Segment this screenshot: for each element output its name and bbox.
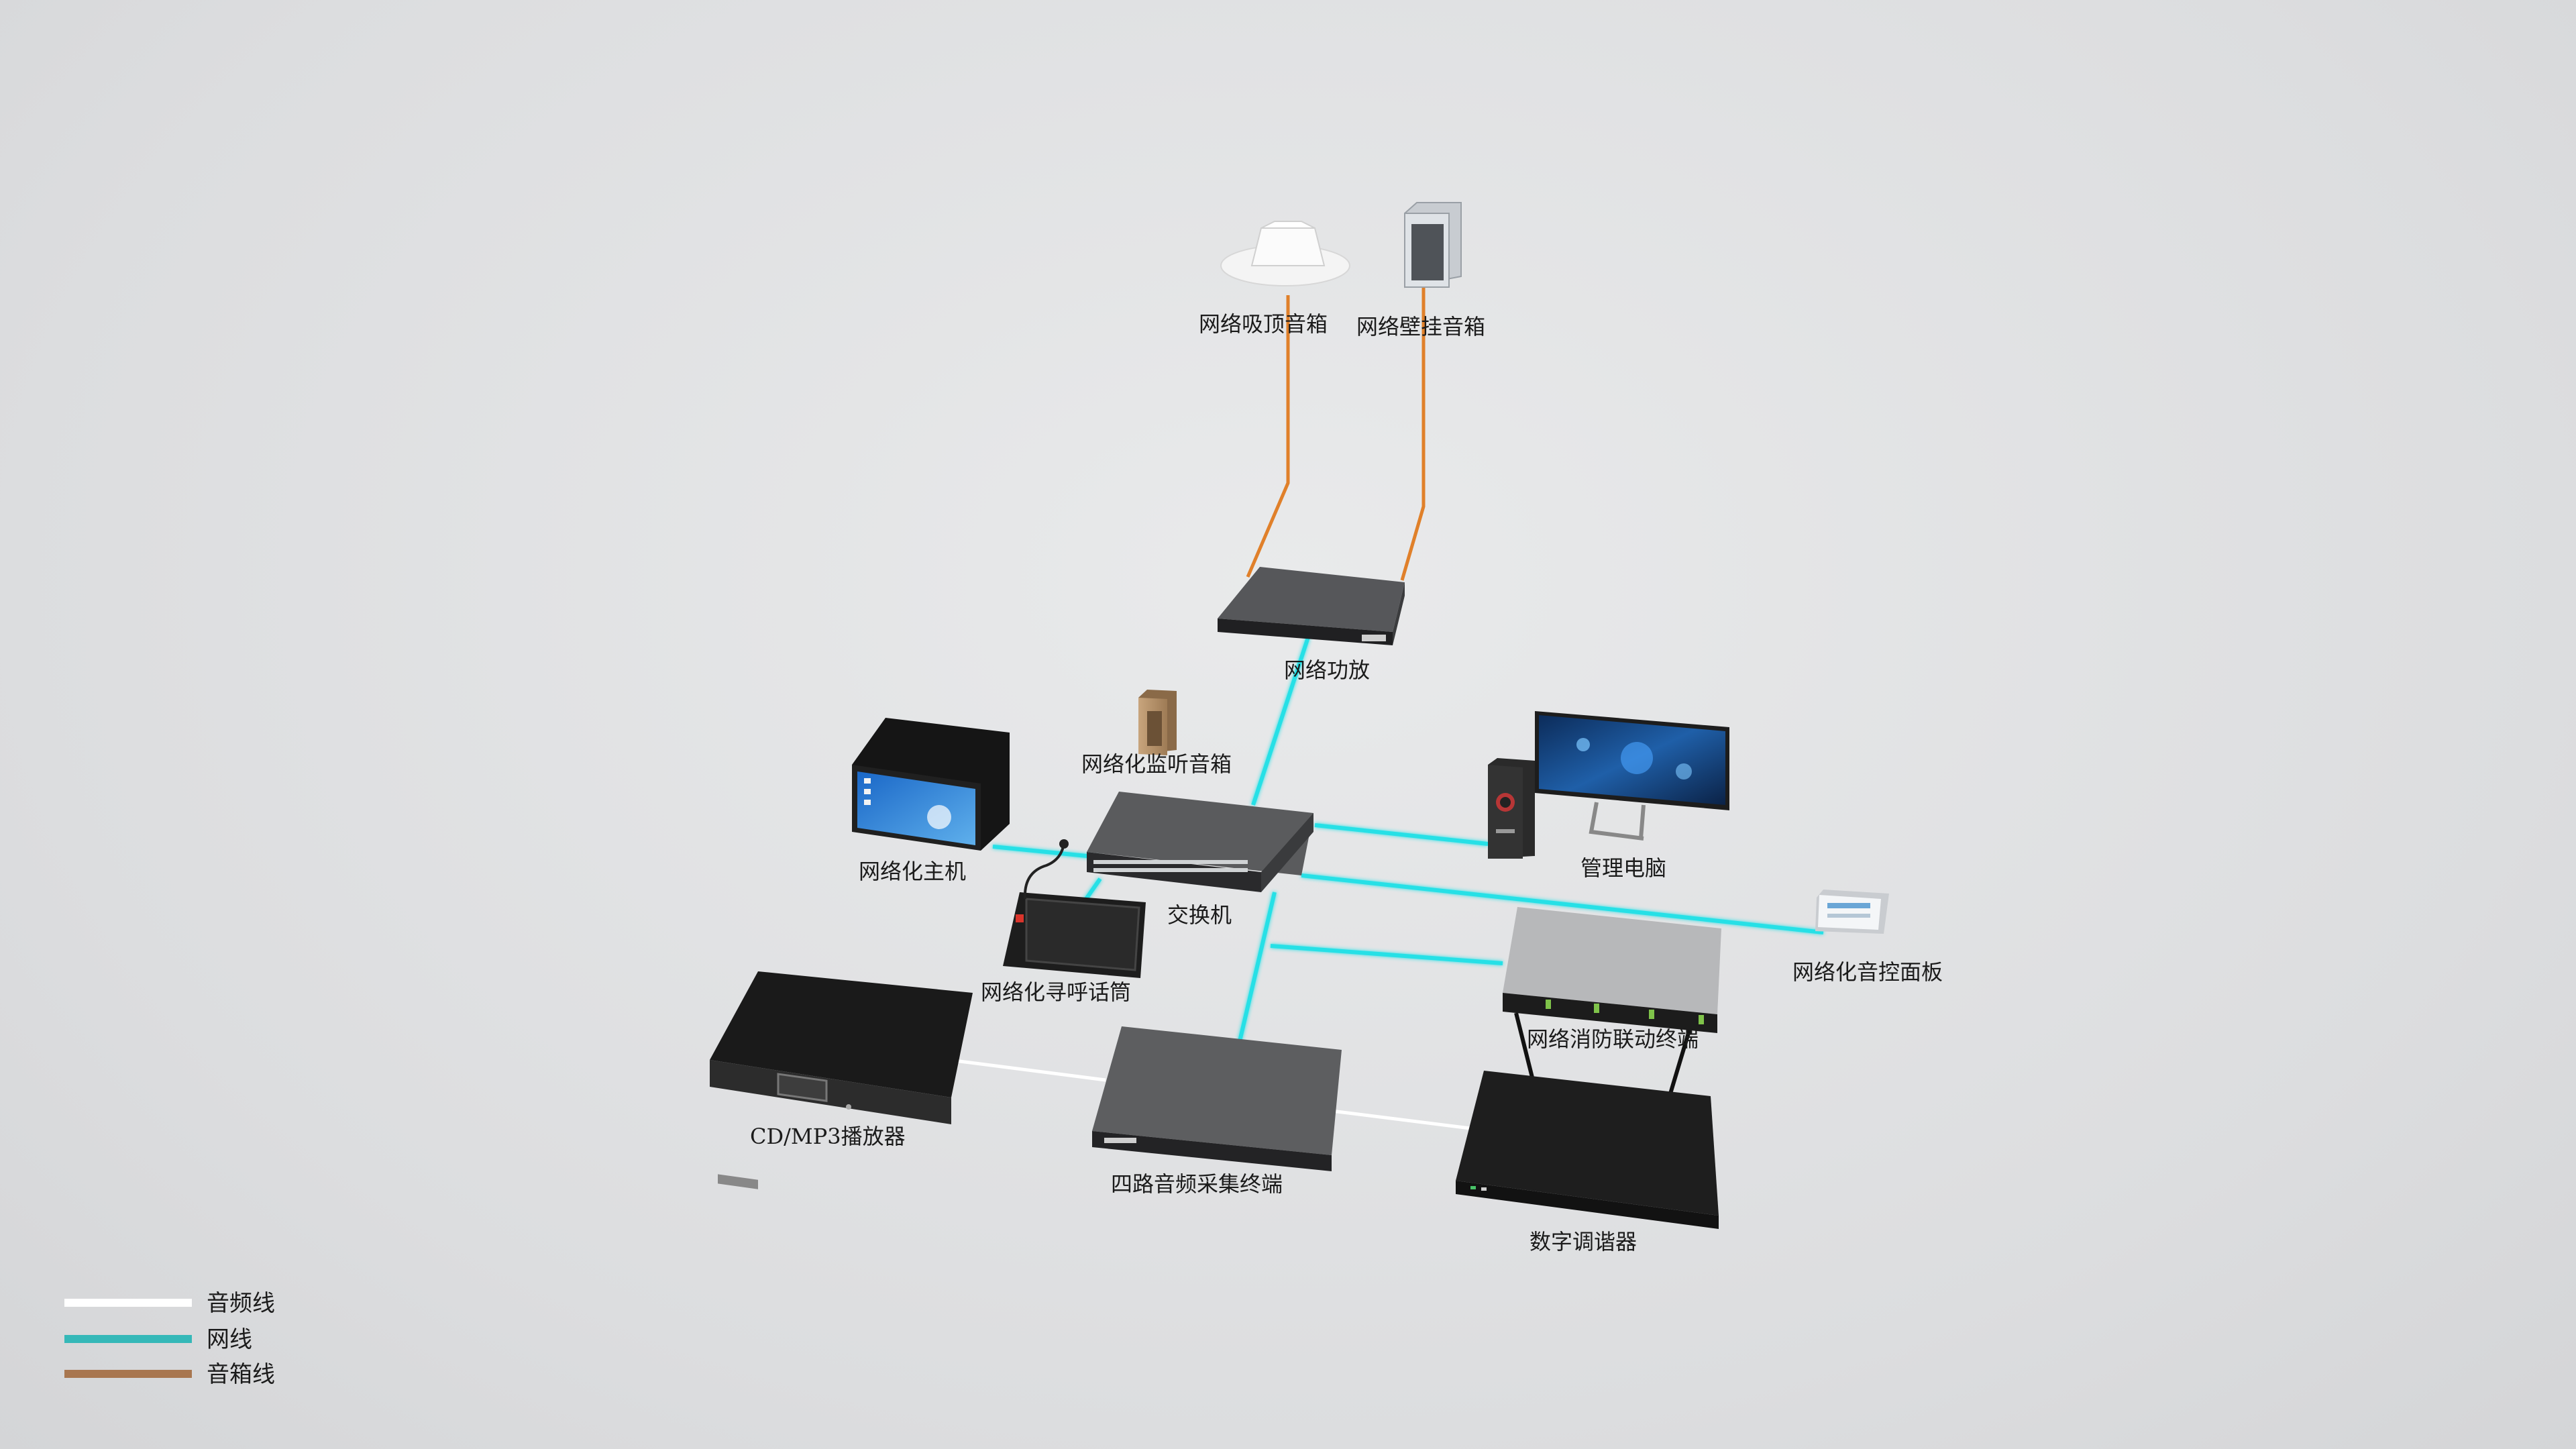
wall-speaker[interactable] xyxy=(1404,202,1462,288)
fire-linkage-terminal[interactable] xyxy=(1503,907,1721,1033)
four-channel-capture-label: 四路音频采集终端 xyxy=(1111,1171,1283,1197)
four-channel-capture[interactable] xyxy=(1092,1026,1342,1171)
management-pc[interactable] xyxy=(1488,711,1729,859)
paging-mic-label: 网络化寻呼话筒 xyxy=(981,979,1131,1005)
svg-text:音频线: 音频线 xyxy=(207,1290,275,1317)
legend-item-network: 网线 xyxy=(64,1326,252,1353)
monitor-speaker-label: 网络化监听音箱 xyxy=(1081,751,1232,777)
audio-control-panel-label: 网络化音控面板 xyxy=(1792,959,1943,985)
legend: 音频线 网线 音箱线 xyxy=(64,1290,275,1388)
fire-linkage-terminal-label: 网络消防联动终端 xyxy=(1527,1026,1699,1052)
paging-mic[interactable] xyxy=(1003,839,1146,978)
switch-ports xyxy=(1093,860,1248,872)
cd-mp3-player-label: CD/MP3播放器 xyxy=(750,1124,906,1149)
audio-control-panel[interactable] xyxy=(1815,890,1889,934)
network-host-label: 网络化主机 xyxy=(859,859,966,884)
legend-item-speaker: 音箱线 xyxy=(64,1361,275,1388)
audio-cable-cd xyxy=(949,1058,1106,1082)
network-cables xyxy=(992,637,1824,1042)
wall-speaker-label: 网络壁挂音箱 xyxy=(1356,314,1485,339)
speaker-cable-ceiling xyxy=(1246,295,1290,578)
monitor-speaker[interactable] xyxy=(1138,690,1177,755)
switch[interactable] xyxy=(1087,792,1313,892)
cables xyxy=(949,285,1824,1131)
audio-cable-tuner xyxy=(1331,1109,1477,1131)
digital-tuner[interactable] xyxy=(1456,1071,1719,1229)
cd-mp3-player[interactable] xyxy=(710,971,973,1189)
legend-item-audio: 音频线 xyxy=(64,1290,275,1317)
switch-label: 交换机 xyxy=(1167,902,1232,928)
ceiling-speaker-label: 网络吸顶音箱 xyxy=(1199,311,1328,337)
fire-terminal-bays xyxy=(1546,1000,1704,1024)
digital-tuner-label: 数字调谐器 xyxy=(1529,1229,1637,1254)
network-host[interactable] xyxy=(852,718,1010,851)
network-amplifier-label: 网络功放 xyxy=(1284,657,1370,683)
ceiling-speaker[interactable] xyxy=(1220,221,1350,286)
network-amplifier[interactable] xyxy=(1218,567,1405,645)
speaker-cable-wall xyxy=(1400,285,1426,581)
svg-text:音箱线: 音箱线 xyxy=(207,1361,275,1388)
svg-text:网线: 网线 xyxy=(207,1326,252,1353)
management-pc-label: 管理电脑 xyxy=(1580,855,1666,881)
